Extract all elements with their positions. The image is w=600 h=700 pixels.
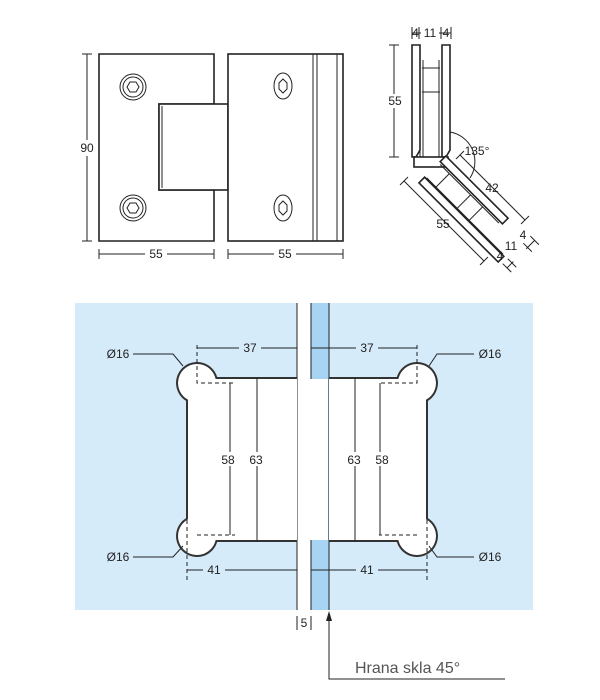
right-outer-height: 63 xyxy=(347,453,361,467)
top-dim-middle: 11 xyxy=(424,26,437,40)
oval-screw-icon xyxy=(273,194,293,222)
glass-cutout-view: Ø16 Ø16 Ø16 Ø16 37 37 58 63 63 58 41 41 … xyxy=(75,303,533,680)
vertical-length-dimension: 55 xyxy=(388,94,402,108)
right-bottom-width: 41 xyxy=(360,563,374,577)
oval-screw-icon xyxy=(273,72,293,100)
hex-screw-icon xyxy=(119,73,147,101)
height-dimension: 90 xyxy=(80,141,94,155)
angle-label: 135° xyxy=(465,144,490,158)
arm-outer-length: 55 xyxy=(436,217,450,231)
left-top-width: 37 xyxy=(243,341,257,355)
top-dim-left: 4 xyxy=(412,26,419,40)
arm-dim-left: 4 xyxy=(497,249,504,263)
side-view: 4 11 4 55 135° 42 55 4 11 4 xyxy=(386,26,540,273)
right-top-hole-diameter: Ø16 xyxy=(479,347,502,361)
arrow-icon xyxy=(326,611,332,621)
glass-edge-note: Hrana skla 45° xyxy=(355,660,460,677)
right-width-dimension: 55 xyxy=(278,247,292,261)
right-inner-height: 58 xyxy=(375,453,389,467)
gap-dimension: 5 xyxy=(301,616,308,630)
right-top-width: 37 xyxy=(360,341,374,355)
right-plate xyxy=(227,53,344,242)
vertical-arm xyxy=(411,44,451,168)
hex-screw-icon xyxy=(119,194,147,222)
angle-arc xyxy=(449,131,476,179)
top-dim-right: 4 xyxy=(443,26,450,40)
arm-dim-middle: 11 xyxy=(505,239,518,253)
arm-dim-right: 4 xyxy=(520,228,527,242)
arm-inner-length: 42 xyxy=(485,181,499,195)
left-top-hole-diameter: Ø16 xyxy=(107,347,130,361)
left-inner-height: 58 xyxy=(221,453,235,467)
left-outer-height: 63 xyxy=(249,453,263,467)
left-bottom-width: 41 xyxy=(207,563,221,577)
hinge-block xyxy=(158,103,229,191)
angled-arm xyxy=(417,154,510,264)
left-width-dimension: 55 xyxy=(149,247,163,261)
front-view: 90 55 55 xyxy=(78,53,344,261)
right-bottom-hole-diameter: Ø16 xyxy=(479,550,502,564)
left-bottom-hole-diameter: Ø16 xyxy=(107,550,130,564)
